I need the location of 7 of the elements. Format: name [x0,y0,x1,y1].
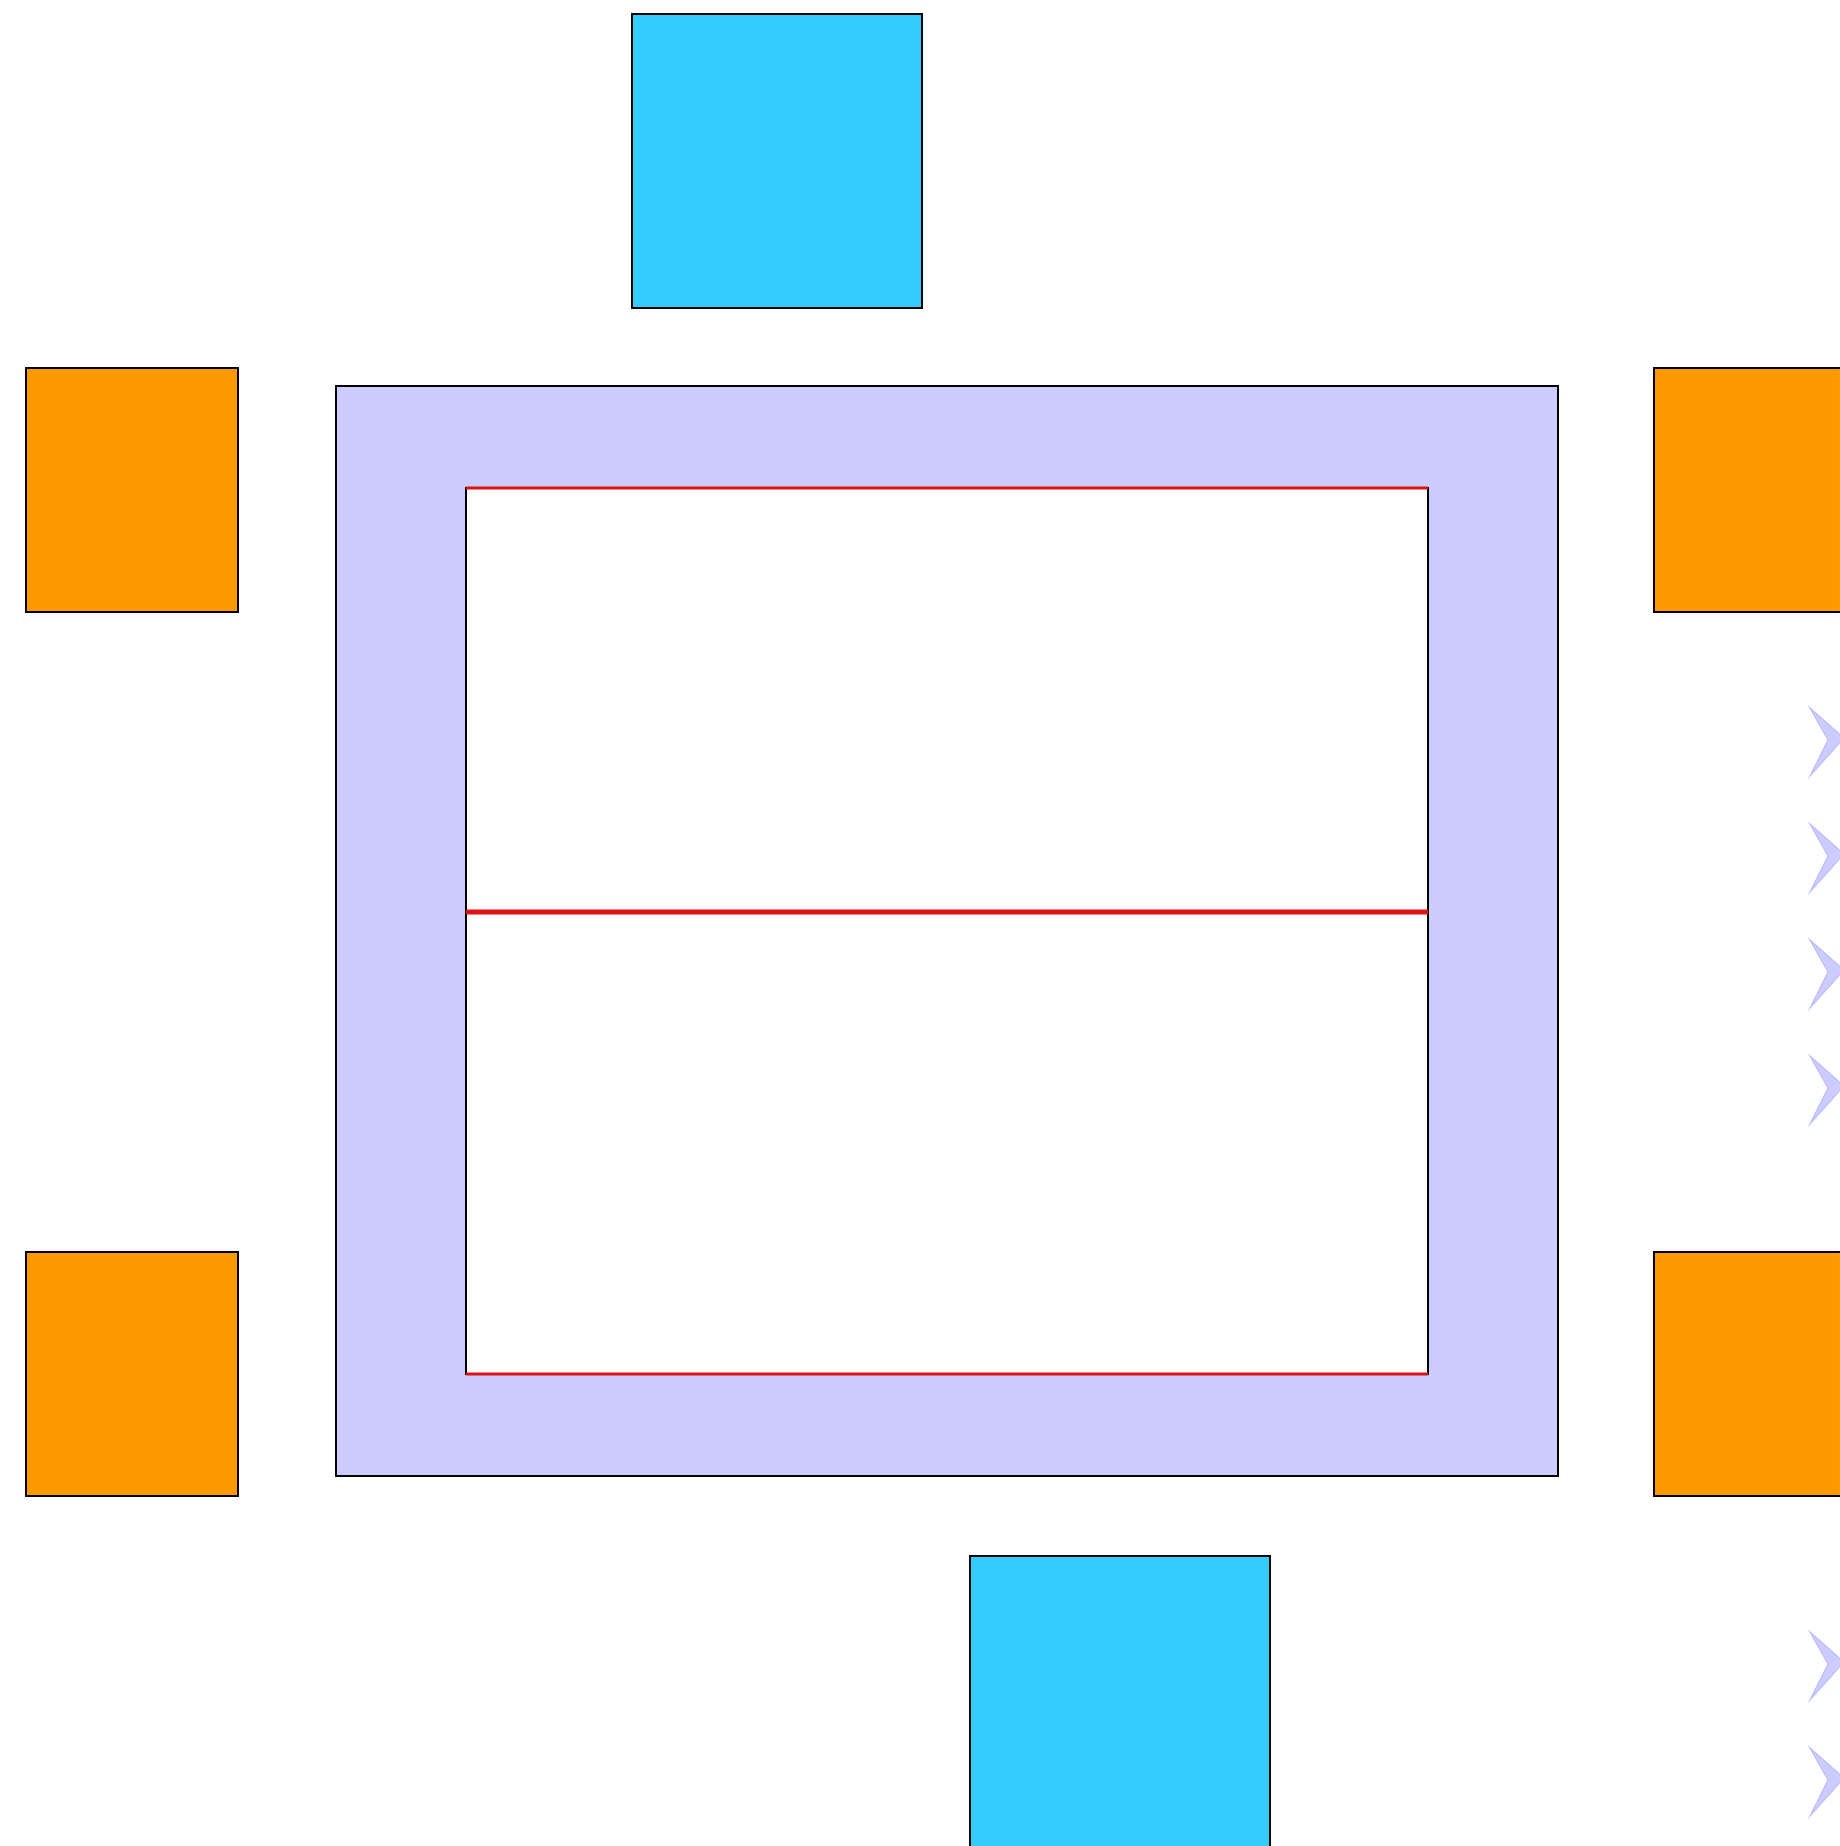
square-block [631,13,923,309]
square-block [25,367,239,613]
square-block [25,1251,239,1497]
square-block [1653,1251,1840,1497]
square-block [969,1555,1271,1846]
square-block [1653,367,1840,613]
inner-panel [465,486,1429,1376]
